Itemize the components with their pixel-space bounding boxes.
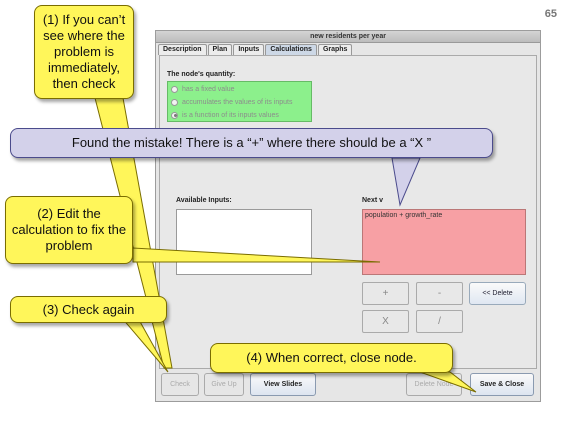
give-up-button[interactable]: Give Up	[204, 373, 244, 396]
callout-2-pointer	[132, 247, 381, 263]
callout-step-3: (3) Check again	[10, 296, 167, 323]
check-button[interactable]: Check	[161, 373, 199, 396]
callout-step-4: (4) When correct, close node.	[210, 343, 453, 373]
mistake-pointer	[391, 157, 421, 207]
tab-inputs[interactable]: Inputs	[233, 44, 265, 55]
times-button[interactable]: X	[362, 310, 409, 333]
tab-graphs[interactable]: Graphs	[317, 44, 353, 55]
available-inputs-list[interactable]	[176, 209, 312, 275]
radio-circle-icon	[171, 85, 178, 93]
radio-accumulates[interactable]: accumulates the values of its inputs	[168, 96, 311, 108]
radio-selected-icon	[171, 111, 178, 119]
view-slides-button[interactable]: View Slides	[250, 373, 316, 396]
quantity-label: The node's quantity:	[167, 71, 236, 78]
plus-button[interactable]: +	[362, 282, 409, 305]
slide-number: 65	[544, 8, 557, 20]
next-value-label: Next v	[362, 197, 384, 204]
callout-4-pointer	[419, 371, 477, 393]
tab-calculations[interactable]: Calculations	[265, 44, 317, 55]
available-inputs-label: Available Inputs:	[176, 197, 232, 204]
divide-button[interactable]: /	[416, 310, 463, 333]
node-editor-window: new residents per year Description Plan …	[155, 30, 541, 402]
radio-function[interactable]: is a function of its inputs values	[168, 109, 311, 121]
radio-circle-icon	[171, 98, 178, 106]
tab-bar: Description Plan Inputs Calculations Gra…	[158, 44, 353, 55]
callout-step-2: (2) Edit the calculation to fix the prob…	[5, 196, 133, 264]
delete-button[interactable]: << Delete	[469, 282, 526, 305]
save-close-button[interactable]: Save & Close	[470, 373, 534, 396]
tab-description[interactable]: Description	[158, 44, 207, 55]
minus-button[interactable]: -	[416, 282, 463, 305]
callout-mistake: Found the mistake! There is a “+” where …	[10, 128, 493, 158]
radio-fixed-value[interactable]: has a fixed value	[168, 83, 311, 95]
callout-step-1: (1) If you can’t see where the problem i…	[34, 5, 134, 99]
calculation-field[interactable]: population + growth_rate	[362, 209, 526, 275]
window-title: new residents per year	[156, 31, 540, 43]
tab-plan[interactable]: Plan	[207, 44, 233, 55]
quantity-options: has a fixed value accumulates the values…	[167, 81, 312, 122]
